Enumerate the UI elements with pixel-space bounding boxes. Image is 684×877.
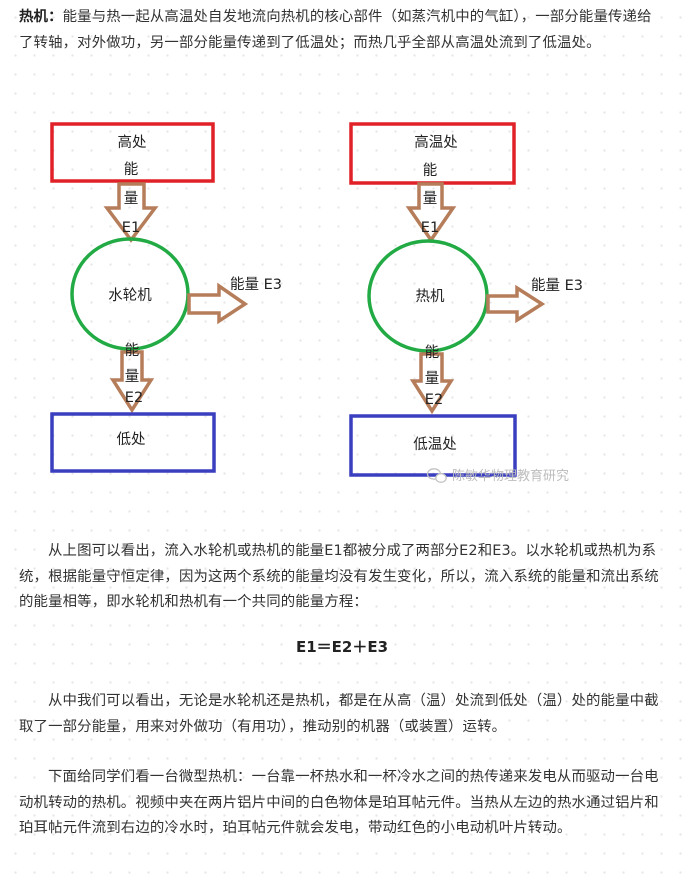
right-energy-down-label-2: 量 (425, 371, 440, 387)
right-top-box-label: 高温处 (414, 134, 458, 151)
right-bottom-box (349, 414, 517, 477)
right-energy-in-label-3: E1 (421, 220, 439, 236)
right-bottom-box-label: 低温处 (413, 436, 457, 453)
wechat-icon (426, 468, 447, 483)
left-energy-out-arrow (187, 282, 249, 325)
intro-colon: ： (48, 9, 63, 25)
right-machine-label: 热机 (416, 288, 445, 305)
left-energy-down-label-1: 能 (125, 342, 140, 359)
watermark: 陈敏华物理教育研究 (426, 468, 569, 484)
intro-text: 能量与热一起从高温处自发地流向热机的核心部件（如蒸汽机中的气缸），一部分能量传递… (19, 9, 652, 51)
left-top-box-label: 高处 (118, 134, 147, 151)
left-energy-down-label-2: 量 (125, 369, 140, 385)
energy-equation: E1＝E2＋E3 (295, 638, 389, 656)
left-energy-down-label-3: E2 (125, 390, 143, 406)
left-energy-in-label-3: E1 (122, 220, 140, 236)
left-machine-label: 水轮机 (108, 287, 152, 304)
left-energy-in-label-1: 能 (124, 161, 139, 178)
right-energy-down-arrow (409, 352, 455, 415)
left-diagram: 高处 能 量 E1 水轮机 能量 E3 能 量 E2 低处 (50, 122, 282, 473)
right-diagram: 高温处 能 量 E1 热机 能量 E3 能 量 E2 低温处 (349, 122, 583, 477)
intro-paragraph: 热机：能量与热一起从高温处自发地流向热机的核心部件（如蒸汽机中的气缸），一部分能… (19, 5, 665, 56)
right-energy-in-label-1: 能 (423, 162, 438, 179)
right-energy-in-label-2: 量 (423, 191, 438, 207)
intro-term: 热机 (19, 9, 49, 25)
left-top-box (50, 122, 215, 183)
left-bottom-box-label: 低处 (117, 431, 146, 448)
right-energy-in-arrow (405, 182, 457, 244)
left-energy-in-label-2: 量 (124, 191, 139, 207)
right-energy-out-arrow (486, 284, 546, 324)
left-energy-down-arrow (109, 350, 155, 414)
paragraph-3: 从中我们可以看出，无论是水轮机还是热机，都是在从高（温）处流到低处（温）处的能量… (19, 693, 659, 735)
right-energy-out-label: 能量 E3 (531, 277, 583, 294)
right-energy-down-label-3: E2 (425, 392, 443, 408)
right-energy-down-label-1: 能 (425, 344, 440, 361)
paragraph-2: 从上图可以看出，流入水轮机或热机的能量E1都被分成了两部分E2和E3。以水轮机或… (19, 543, 659, 610)
left-energy-out-label: 能量 E3 (230, 276, 282, 293)
left-energy-in-arrow (103, 182, 159, 243)
paragraph-4: 下面给同学们看一台微型热机：一台靠一杯热水和一杯冷水之间的热传递来发电从而驱动一… (19, 769, 659, 836)
left-bottom-box (50, 412, 216, 473)
watermark-text: 陈敏华物理教育研究 (452, 468, 569, 484)
